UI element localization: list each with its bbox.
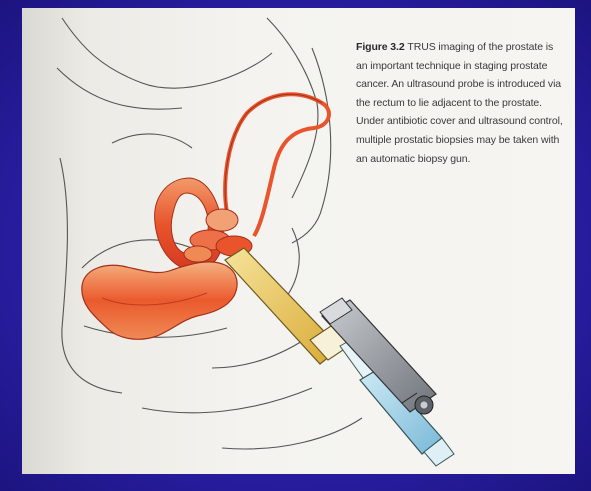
scanned-textbook-page: Figure 3.2 TRUS imaging of the prostate … — [22, 8, 575, 474]
figure-label: Figure 3.2 — [356, 41, 407, 53]
rectum — [82, 262, 237, 339]
figure-caption: Figure 3.2 TRUS imaging of the prostate … — [356, 38, 564, 168]
vas-deferens — [225, 94, 329, 236]
figure-caption-text: TRUS imaging of the prostate is an impor… — [356, 41, 563, 165]
